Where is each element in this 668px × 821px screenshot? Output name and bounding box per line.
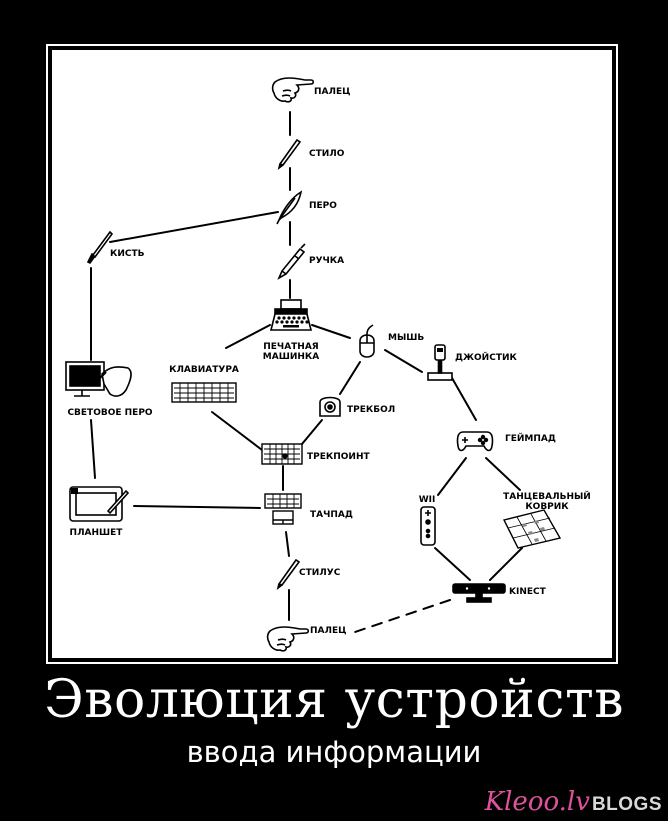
node-label-pen: РУЧКА — [309, 256, 344, 266]
pointing-hand-icon — [266, 626, 310, 652]
node-label-stylus-old: СТИЛО — [309, 149, 345, 159]
node-label-dancemat-line1: ТАНЦЕВАЛЬНЫЙ — [503, 490, 591, 502]
node-label-typewriter-line1: ПЕЧАТНАЯ — [263, 342, 319, 352]
pointing-hand-icon — [271, 77, 315, 103]
trackball-icon — [319, 396, 341, 417]
edge-keyboard-to-trackpoint — [211, 411, 263, 451]
node-label-joystick: ДЖОЙСТИК — [455, 351, 517, 363]
node-label-trackball: ТРЕКБОЛ — [347, 405, 395, 415]
edges-layer — [90, 111, 523, 633]
node-label-tablet: ПЛАНШЕТ — [70, 528, 124, 538]
diagram-panel — [52, 50, 612, 658]
gamepad-icon — [456, 431, 494, 452]
mouse-icon — [359, 324, 375, 358]
edge-touchpad-to-stylus — [285, 531, 290, 557]
node-label-finger-top: ПАЛЕЦ — [314, 87, 350, 97]
node-label-finger-bottom: ПАЛЕЦ — [310, 626, 346, 636]
joystick-icon — [427, 344, 453, 381]
node-label-stylus: СТИЛУС — [299, 568, 341, 578]
brush-icon — [86, 230, 114, 265]
kinect-icon — [452, 583, 506, 603]
caption-subtitle: ввода информации — [186, 735, 482, 769]
node-label-gamepad: ГЕЙМПАД — [505, 432, 556, 444]
typewriter-icon — [269, 299, 313, 331]
node-label-mouse: МЫШЬ — [388, 333, 424, 343]
graphics-tablet-icon — [69, 486, 130, 522]
node-label-lightpen: СВЕТОВОЕ ПЕРО — [67, 408, 152, 418]
trackpoint-keyboard-icon — [261, 443, 303, 465]
watermark: Kleoo.lv BLOGS — [485, 787, 662, 817]
edge-gamepad-to-dancemat — [485, 457, 521, 491]
edge-mouse-to-joystick — [384, 349, 423, 373]
edge-quill-to-brush — [109, 211, 279, 243]
edge-mouse-to-trackball — [339, 361, 361, 395]
node-label-typewriter-line2: МАШИНКА — [263, 352, 319, 362]
edge-joystick-to-gamepad — [451, 377, 477, 421]
edge-typewriter-to-keyboard — [225, 324, 271, 349]
edge-typewriter-to-mouse — [311, 324, 351, 339]
watermark-suffix: BLOGS — [591, 794, 662, 815]
node-label-trackpoint: ТРЕКПОИНТ — [307, 452, 370, 462]
dance-mat-icon — [502, 509, 562, 549]
monitor-lightpen-icon — [65, 361, 132, 397]
caption-title: Эволюция устройств — [43, 670, 624, 730]
edge-trackball-to-trackpoint — [301, 419, 323, 445]
stylus-icon — [277, 138, 302, 170]
stylus-icon — [276, 558, 301, 590]
node-label-quill: ПЕРО — [309, 201, 337, 211]
edge-kinect-to-finger-bottom — [354, 599, 451, 633]
keyboard-icon — [171, 382, 237, 403]
edge-wii-to-kinect — [434, 547, 471, 581]
node-label-touchpad: ТАЧПАД — [310, 510, 353, 520]
edge-lightpen-to-tablet — [90, 419, 96, 479]
node-label-kinect: KINECT — [509, 587, 547, 597]
edge-gamepad-to-wii — [437, 457, 467, 496]
wii-remote-icon — [420, 506, 436, 546]
edge-dancemat-to-kinect — [489, 547, 523, 581]
edge-tablet-to-touchpad — [133, 505, 261, 509]
touchpad-icon — [264, 493, 302, 525]
node-label-brush: КИСТЬ — [110, 249, 145, 259]
quill-icon — [276, 190, 303, 225]
node-label-dancemat-line2: КОВРИК — [525, 502, 569, 512]
node-label-wii: WII — [419, 495, 436, 505]
pen-icon — [277, 243, 306, 280]
watermark-brand: Kleoo.lv — [484, 787, 590, 817]
node-label-keyboard: КЛАВИАТУРА — [169, 365, 239, 375]
